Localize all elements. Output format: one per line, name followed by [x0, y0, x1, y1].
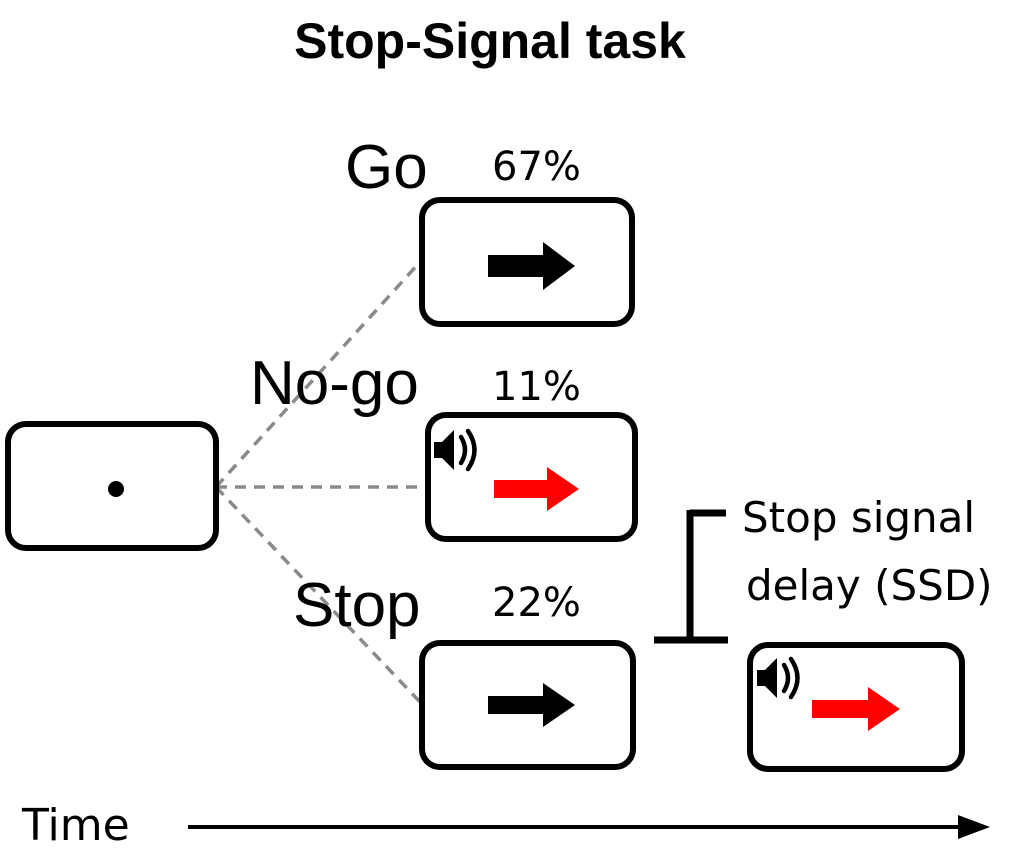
nogo-condition: No-go 11%	[250, 349, 638, 542]
right-arrow-icon	[812, 687, 900, 731]
connector-go	[214, 260, 422, 489]
stop-label: Stop	[293, 571, 421, 640]
stop-percent: 22%	[492, 580, 581, 626]
go-percent: 67%	[492, 144, 581, 190]
ssd-bracket	[654, 509, 728, 644]
right-arrow-icon	[488, 683, 575, 727]
time-arrow	[188, 815, 990, 839]
nogo-percent: 11%	[492, 364, 581, 410]
condition-connectors	[214, 260, 422, 704]
nogo-label: No-go	[250, 349, 419, 418]
diagram-title: Stop-Signal task	[294, 13, 686, 69]
fixation-screen	[5, 421, 219, 551]
stop-condition: Stop 22%	[293, 571, 636, 770]
right-arrow-icon	[488, 242, 575, 290]
time-label: Time	[21, 800, 130, 851]
ssd-label-line2: delay (SSD)	[746, 561, 993, 610]
time-arrowhead-icon	[958, 815, 990, 839]
nogo-stimulus-box	[425, 412, 638, 542]
stop-signal-screen	[747, 642, 965, 772]
go-label: Go	[345, 133, 428, 202]
fixation-dot-icon	[108, 481, 124, 497]
ssd-label-line1: Stop signal	[742, 493, 975, 542]
right-arrow-icon	[494, 467, 579, 511]
go-condition: Go 67%	[345, 133, 635, 327]
